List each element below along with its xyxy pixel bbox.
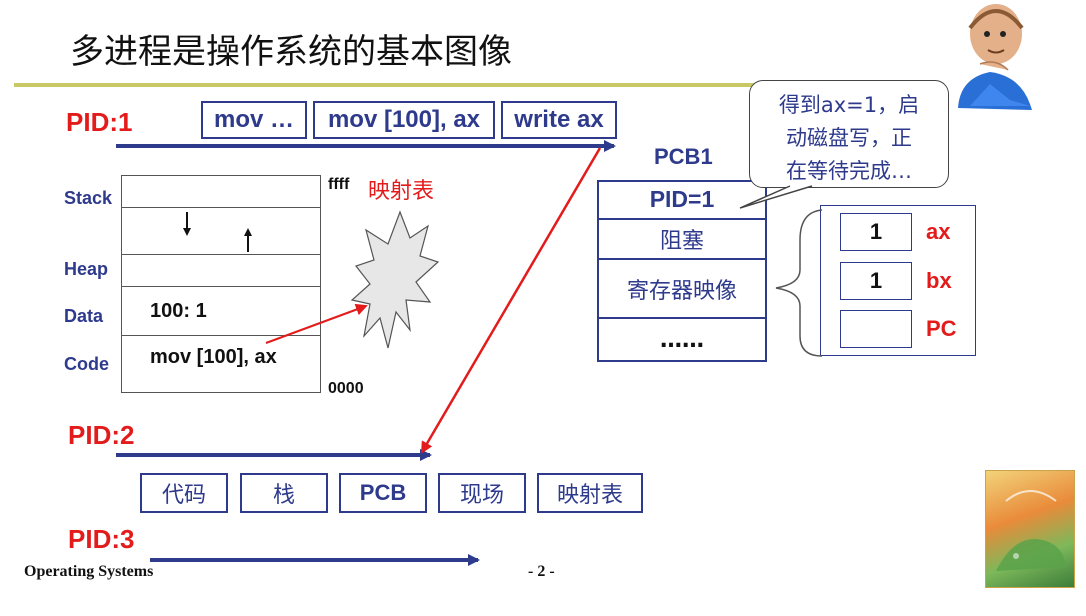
- memory-label-stack: Stack: [64, 188, 113, 208]
- pcb-row-more: ……: [597, 317, 767, 362]
- pid-3-label: PID:3: [68, 524, 135, 554]
- register-ax-value: 1: [840, 213, 912, 251]
- register-pc-value: [840, 310, 912, 348]
- memory-data-cell: 100: 1: [150, 300, 207, 322]
- memory-divider: [121, 254, 321, 255]
- switch-to-pid-2-arrow: [420, 147, 602, 454]
- instruction-write-ax: write ax: [501, 101, 617, 139]
- memory-label-data: Data: [64, 306, 104, 326]
- register-image-brace: [775, 209, 823, 357]
- pcb-title: PCB1: [654, 144, 713, 169]
- memory-divider: [121, 335, 321, 336]
- segment-code: 代码: [140, 473, 228, 513]
- footer-course-name: Operating Systems: [24, 563, 154, 580]
- pcb-row-registers: 寄存器映像: [597, 258, 767, 317]
- pcb-row-state: 阻塞: [597, 218, 767, 258]
- address-top: ffff: [328, 176, 350, 193]
- pid-2-label: PID:2: [68, 420, 135, 450]
- register-bx-name: bx: [926, 268, 952, 293]
- memory-label-heap: Heap: [64, 259, 109, 279]
- segment-context: 现场: [438, 473, 526, 513]
- bubble-line: 得到ax=1，启: [778, 93, 920, 117]
- memory-label-code: Code: [64, 354, 109, 374]
- segment-stack: 栈: [240, 473, 328, 513]
- code-to-mapping-arrow: [265, 303, 368, 344]
- memory-code-cell: mov [100], ax: [150, 346, 277, 368]
- slide-title: 多进程是操作系统的基本图像: [70, 32, 512, 72]
- instruction-mov-ellipsis: mov …: [201, 101, 307, 139]
- speech-bubble: 得到ax=1，启 动磁盘写，正 在等待完成…: [749, 80, 949, 188]
- mapping-table-burst-icon: [350, 210, 440, 349]
- book-cover-image: [985, 470, 1075, 588]
- memory-layout: [121, 175, 321, 393]
- register-image-panel: [820, 205, 976, 356]
- bubble-line: 动磁盘写，正: [786, 126, 912, 150]
- instruction-mov-100-ax: mov [100], ax: [313, 101, 495, 139]
- segment-pcb: PCB: [339, 473, 427, 513]
- footer-page-number: - 2 -: [528, 563, 555, 580]
- speech-bubble-tail: [739, 185, 813, 209]
- memory-divider: [121, 286, 321, 287]
- title-rule: [14, 83, 944, 87]
- memory-divider: [121, 207, 321, 208]
- segment-mapping-table: 映射表: [537, 473, 643, 513]
- dinosaur-icon: [996, 490, 1066, 571]
- register-pc-name: PC: [926, 316, 957, 341]
- address-bottom: 0000: [328, 380, 364, 397]
- bubble-line: 在等待完成…: [786, 159, 912, 183]
- mapping-table-label: 映射表: [368, 179, 435, 204]
- pid-1-label: PID:1: [66, 107, 133, 137]
- pcb-row-pid: PID=1: [649, 185, 715, 212]
- pcb-block: [597, 180, 767, 362]
- register-bx-value: 1: [840, 262, 912, 300]
- register-ax-name: ax: [926, 219, 951, 244]
